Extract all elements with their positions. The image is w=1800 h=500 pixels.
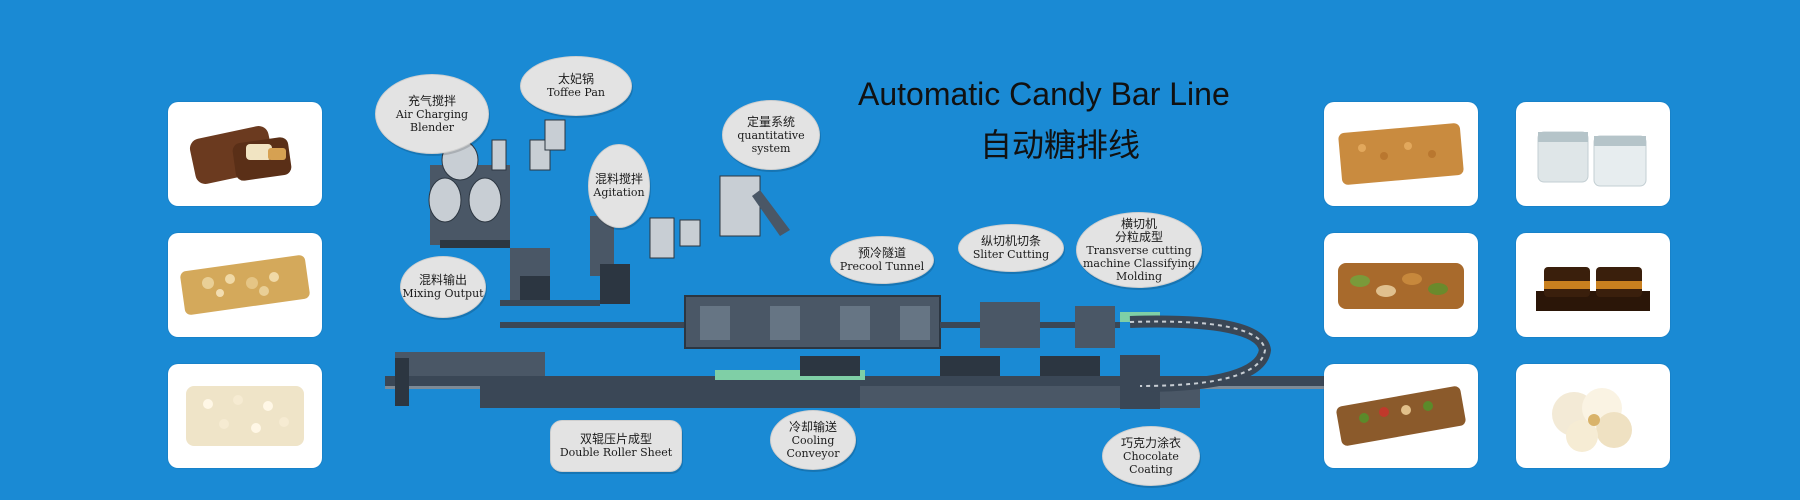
- product-photo-seed-and-fruit-bar: [1324, 364, 1478, 468]
- mixing-tanks: [428, 119, 790, 306]
- label-precool-tunnel: 预冷隧道 Precool Tunnel: [830, 236, 934, 284]
- product-photo-sesame-crisp-bar: [1324, 102, 1478, 206]
- label-precool-tunnel-en: Precool Tunnel: [839, 260, 925, 273]
- label-quantitative-en1: quantitative: [737, 128, 805, 142]
- label-quantitative-system: 定量系统 quantitative system: [722, 100, 820, 170]
- label-cooling-conveyor-en2: Conveyor: [786, 446, 840, 460]
- label-mixing-output-zh: 混料输出: [418, 273, 467, 287]
- label-air-charging-en2: Blender: [409, 120, 454, 134]
- product-photo-layered-chocolate-bar: [1516, 233, 1670, 337]
- label-transverse-zh1: 横切机: [1120, 216, 1157, 231]
- label-quantitative-zh: 定量系统: [746, 114, 795, 129]
- product-photo-peanut-brittle-bar: [168, 233, 322, 337]
- diagram-title: Automatic Candy Bar Line: [858, 76, 1230, 112]
- label-transverse-en3: Molding: [1115, 269, 1163, 283]
- product-photo-popcorn-cluster: [1516, 364, 1670, 468]
- label-transverse-zh2: 分粒成型: [1114, 229, 1163, 244]
- label-chocolate-coating-zh: 巧克力涂衣: [1120, 435, 1181, 450]
- label-chocolate-coating-en1: Chocolate: [1123, 449, 1179, 463]
- label-mixing-output: 混料输出 Mixing Output: [400, 256, 486, 318]
- label-sliter-cutting-zh: 纵切机切条: [980, 234, 1041, 248]
- product-photo-chocolate-caramel-bar: [168, 102, 322, 206]
- label-agitation: 混料搅拌 Agitation: [588, 144, 650, 228]
- product-photo-white-nougat-cubes: [1516, 102, 1670, 206]
- label-air-charging-en1: Air Charging: [395, 107, 469, 121]
- label-air-charging-zh: 充气搅拌: [407, 93, 456, 108]
- label-transverse-cutting: 横切机 分粒成型 Transverse cutting machine Clas…: [1076, 212, 1202, 288]
- label-toffee-pan: 太妃锅 Toffee Pan: [520, 56, 632, 116]
- product-photo-rice-crispy-bar: [168, 364, 322, 468]
- label-double-roller-sheet: 双辊压片成型 Double Roller Sheet: [550, 420, 682, 472]
- label-transverse-en1: Transverse cutting: [1086, 243, 1192, 257]
- label-cooling-conveyor-zh: 冷却输送: [788, 419, 837, 434]
- label-toffee-pan-zh: 太妃锅: [557, 72, 594, 86]
- label-cooling-conveyor-en1: Cooling: [791, 433, 835, 447]
- label-precool-tunnel-zh: 预冷隧道: [857, 246, 906, 260]
- label-double-roller-en: Double Roller Sheet: [559, 446, 673, 459]
- lower-conveyor: [385, 352, 1435, 409]
- label-chocolate-coating-en2: Coating: [1129, 462, 1173, 476]
- label-transverse-en2: machine Classifying: [1082, 256, 1196, 270]
- label-agitation-en: Agitation: [593, 186, 645, 199]
- label-cooling-conveyor: 冷却输送 Cooling Conveyor: [770, 410, 856, 470]
- product-photo-mixed-nut-bar: [1324, 233, 1478, 337]
- label-sliter-cutting: 纵切机切条 Sliter Cutting: [958, 224, 1064, 272]
- label-agitation-zh: 混料搅拌: [594, 172, 643, 186]
- label-quantitative-en2: system: [751, 141, 791, 155]
- label-chocolate-coating: 巧克力涂衣 Chocolate Coating: [1102, 426, 1200, 486]
- label-mixing-output-en: Mixing Output: [402, 287, 484, 300]
- label-sliter-cutting-en: Sliter Cutting: [972, 248, 1050, 261]
- label-double-roller-zh: 双辊压片成型: [579, 432, 652, 446]
- label-toffee-pan-en: Toffee Pan: [547, 86, 605, 99]
- curved-return-conveyor: [1129, 315, 1272, 392]
- diagram-title-chinese: 自动糖排线: [980, 126, 1141, 164]
- upper-conveyor: [500, 295, 1160, 349]
- label-air-charging-blender: 充气搅拌 Air Charging Blender: [375, 74, 489, 154]
